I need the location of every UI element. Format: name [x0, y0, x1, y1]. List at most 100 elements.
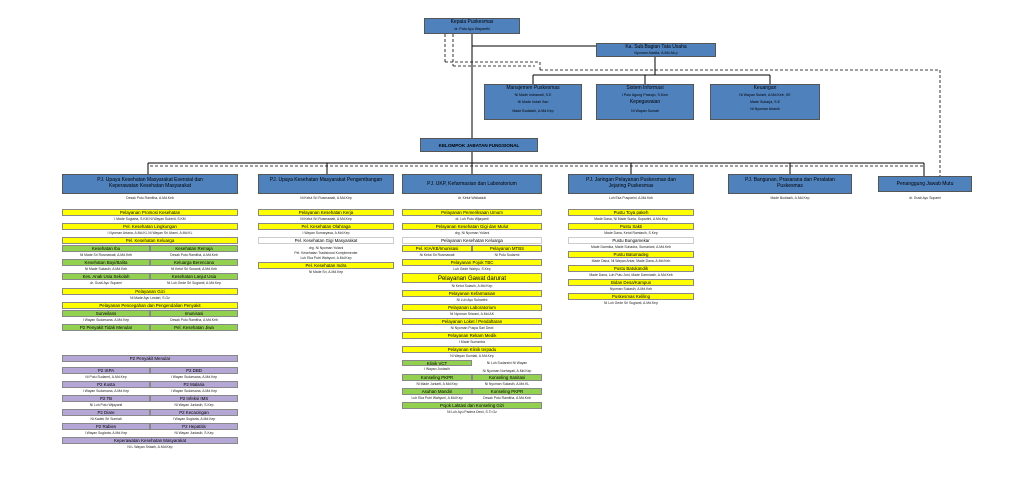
hiv-name: Ni Wayan Juniasih, S.Kep [174, 403, 214, 407]
pj-title-4: PJ. Jaringan Pelayanan Puskesmas dan Jej… [586, 177, 676, 189]
kerja-box: Pelayanan Kesehatan Kerja [258, 209, 394, 216]
pj-name-5: Made Budiasih, A.Md.Kep [770, 196, 810, 200]
sistem-info-box: Sistem Informasi I Putu Agung Prasojo, S… [596, 84, 694, 120]
rekam-box: Pelayanan Rekam Medik [402, 332, 542, 339]
gizi-box: Pelayanan Gizi [62, 288, 238, 295]
pustu-sakti-box: Pustu Sakti [568, 223, 694, 230]
gizi-name: Ni Made Ayu Lestari, S.Gz [130, 296, 170, 300]
vct-box: Klinik VCT [402, 360, 472, 366]
pustu-batukandik-box: Pustu Batukandik [568, 265, 694, 272]
imunisasi-name: Desak Putu Ramitha, A.Md.Keb [170, 318, 218, 322]
kusta-box: P2 Kusta [62, 381, 150, 388]
umum-box: Pelayanan Pemeriksaan Umum [402, 209, 542, 216]
kia-name: Ni Made Sri Rusmawati, A.Md.Keb [79, 253, 132, 257]
kelompok-title: KELOMPOK JABATAN FUNGSIONAL [438, 143, 520, 148]
column-jaringan: Pustu Toya pakeh Made Dana, Ni Made Suni… [568, 209, 694, 329]
ispa-box: P2 ISPA [62, 367, 150, 374]
pj-name-3: dr. Ketut Widiastuti [457, 196, 487, 200]
tbc-name: Luh Gede Wahyu, S.Kep [453, 267, 491, 271]
pj-name-4: Luh Eka Pusparini, A.Md.Keb [608, 196, 654, 200]
sistem-info-title: Sistem Informasi [626, 85, 664, 91]
rabies-box: P2 Rabies [62, 423, 150, 430]
manajemen-title: Manajemen Puskesmas [506, 85, 560, 91]
pj-title-5: PJ. Bangunan, Prasarana dan Peralatan Pu… [745, 177, 835, 189]
asuhan-name: Luh Eka Putri Wahyuni, A.Md.Kep [411, 396, 463, 400]
manajemen-line3: Made Budiasih, A.Md.Kep [512, 109, 554, 113]
surveilans-name: I Wayan Sudarsana, A.Md.Kep [82, 318, 130, 322]
pj-box-5: PJ. Bangunan, Prasarana dan Peralatan Pu… [728, 174, 852, 194]
laktasi-name: Ni Luh Ayu Padma Dewi, S.Tr.Gz [447, 410, 497, 414]
kerja-name: Ni Ketut Sri Rusmawati, A.Md.Kep [300, 217, 352, 221]
pustu-bungamekar-name: Made Darmika, Made Suhadra, Sumariani, A… [591, 245, 671, 249]
vct-name-2: Ni Nyoman Nurhayati, A.Md.Kep [482, 369, 532, 373]
loket-box: Pelayanan Loket / Pendaftaran [402, 318, 542, 325]
usila-name: Ni Luh Gede Sri Sugianti, A.Md.Kep [167, 281, 221, 285]
remaja-name: Desak Putu Ramitha, A.Md.Keb [170, 253, 218, 257]
klinik-terpadu-box: Pelayanan Klinik terpadu [402, 346, 542, 353]
ptm-box: P2 Penyakit Tidak Menular [62, 324, 150, 331]
kepegawaian-title: Kepegawaian [629, 99, 661, 105]
kia-box: Kesehatan Ibu [62, 245, 150, 252]
p2p-box: Pelayanan Pencegahan dan Pengendalian Pe… [62, 302, 238, 309]
hepatitis-box: P2 Hepatitis [150, 423, 238, 430]
pj-box-4: PJ. Jaringan Pelayanan Puskesmas dan Jej… [568, 174, 694, 194]
asuhan-box: Asuhan Mandiri [402, 388, 472, 395]
perkesmas-name: Ni L Wayan Sriasih, A.Md.Kep [127, 445, 173, 449]
kb-box: Keluarga Berencana [150, 259, 238, 266]
pj-title-6: Penanggung Jawab Mutu [896, 181, 954, 187]
admin-box: Ka. Sub.Bagian Tata Usaha Nyoman Alaxita… [596, 43, 716, 57]
lab-box: Pelayanan Laboratorium [402, 304, 542, 311]
kia-kb-box: Pel. KIA/KB/Imunisasi [402, 245, 472, 252]
kesga-box: Pel. Kesehatan Keluarga [62, 237, 238, 244]
kb-name: Ni Ketut Sri Susanti, A.Md.Keb [171, 267, 217, 271]
gigi-mulut-box: Pelayanan Kesehatan Gigi dan Mulut [402, 223, 542, 230]
pj-name-6: dr. Gusti Ayu Suparni [909, 196, 941, 200]
vct-right: Ni Luh Sudarsini Ni Wayan [486, 361, 528, 365]
pj-box-6: Penanggung Jawab Mutu [878, 176, 972, 192]
pj-title-2: PJ. Upaya Kesehatan Masyarakat Pengemban… [269, 177, 383, 183]
sanitasi-name: Ni Nyoman Sukasih, A.Md.KL [484, 382, 530, 386]
usila-box: Kesehatan Lanjut Usia [150, 273, 238, 280]
promkes-box: Pelayanan Promosi Kesehatan [62, 209, 238, 216]
pj-box-1: PJ. Upaya Kesehatan Masyarakat Esensial … [62, 174, 238, 194]
pustu-toyapakeh-name: Made Dana, Ni Made Sunia, Supartini, A.M… [594, 217, 668, 221]
sistem-info-line1: I Putu Agung Prasojo, S.Kom [621, 93, 669, 97]
laktasi-box: Pojok Laktasi dan Konseling Gizi [402, 402, 542, 409]
gigi-masy-box: Pel. Kesehatan Gigi Masyarakat [258, 237, 394, 244]
pustu-batukandik-name: Made Dana, Luh Putu Juni, Made Darmiasih… [589, 273, 673, 277]
pj-name-2: Ni Ketut Sri Rusmawati, A.Md.Kep [300, 196, 352, 200]
keuangan-box: Keuangan Ni Wayan Sutarti, A.Md.Keb, SE … [710, 84, 820, 120]
keswa-box: Pel. Kesehatan Jiwa [150, 324, 238, 331]
pj-title-3: PJ. UKP, Kefarmasian dan Laboratorium [427, 181, 517, 187]
kesga-ukp-box: Pelayanan Kesehatan Keluarga [402, 237, 542, 244]
anak-box: Kes. Anak Usia Sekolah [62, 273, 150, 280]
keuangan-line2: Made Sukarja, S.E [750, 100, 780, 104]
diare-name: Ni Kadek Sri Sumiati [90, 417, 122, 421]
lab-name: Ni Nyoman Sriwani, A.Md.AK [450, 312, 494, 316]
kia-kb-name: Ni Ketut Sri Rusmawati [419, 253, 455, 257]
remaja-box: Kesehatan Remaja [150, 245, 238, 252]
tb-box: P2 TB [62, 395, 150, 402]
hiv-box: P2 Infeksi IMS [150, 395, 238, 402]
indra-box: Pel. Kesehatan Indra [258, 262, 394, 269]
kecacingan-box: P2 Kecacingan [150, 409, 238, 416]
column-pengembangan: Pelayanan Kesehatan Kerja Ni Ketut Sri R… [258, 209, 394, 289]
vct-name: I Wayan Juniasih [424, 367, 450, 371]
bayi-box: Kesehatan Bayi/Balita [62, 259, 150, 266]
anak-name: dr. Gusti Ayu Suparni [90, 281, 122, 285]
pkpr-name: Ni Made Juniarti, A.Md.Kep [416, 382, 458, 386]
column-esensial: Pelayanan Promosi Kesehatan I Made Sugia… [62, 209, 238, 467]
manajemen-line2: Ni Made Indah Sari [517, 100, 549, 104]
rekam-name: I Made Sumantra [458, 340, 485, 344]
kusta-name: I Wayan Sudarsana, A.Md.Kep [82, 389, 130, 393]
umum-name: dr. Luh Putu Wijayanti [455, 217, 489, 221]
loket-name: Ni Nyoman Puspa Sari Dewi [450, 326, 494, 330]
olahraga-box: Pel. Kesehatan Olahraga [258, 223, 394, 230]
manajemen-box: Manajemen Puskesmas Ni Made Indrawati, S… [484, 84, 582, 120]
kelompok-box: KELOMPOK JABATAN FUNGSIONAL [420, 138, 538, 152]
pustu-toyapakeh-box: Pustu Toya pakeh [568, 209, 694, 216]
farmasi-name: Ni Luh Ayu Suhartini [456, 298, 488, 302]
bidan-desa-name: Nyoman Sukasih, A.Md.Keb [609, 287, 653, 291]
kesling-box: Pel. Kesehatan Lingkungan [62, 223, 238, 230]
